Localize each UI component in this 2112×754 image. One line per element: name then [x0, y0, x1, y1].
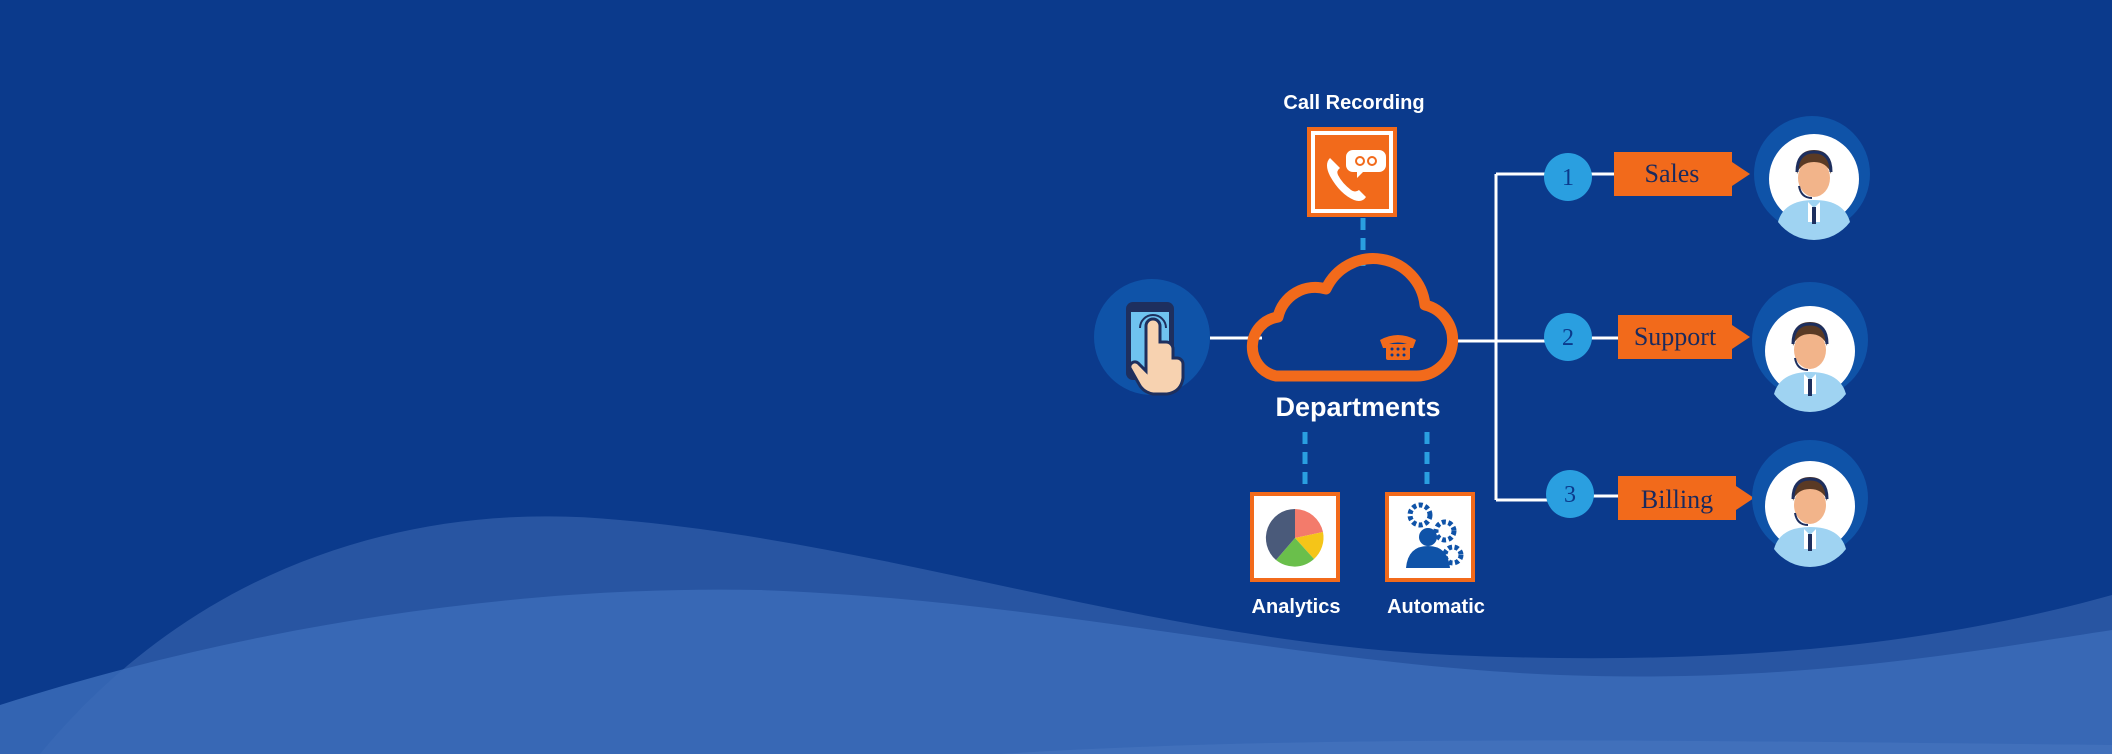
branch-3-number: 3	[1564, 482, 1576, 508]
branch-2-label: Support	[1634, 322, 1717, 351]
phone-recording-icon	[1307, 127, 1397, 217]
branch-3-number-circle	[1546, 470, 1594, 518]
call-center-agent-icon	[1752, 282, 1868, 413]
call-center-agent-icon	[1754, 116, 1870, 240]
branch-3-label: Billing	[1641, 485, 1713, 514]
cloud-telephone-icon	[1246, 253, 1459, 382]
automatic-label: Automatic	[1387, 596, 1485, 618]
pie-chart-icon	[1250, 492, 1340, 582]
branch-2-number: 2	[1562, 325, 1574, 351]
branch-3-tag	[1618, 476, 1754, 520]
departments-label: Departments	[1275, 392, 1440, 422]
branch-1-tag	[1614, 152, 1750, 196]
call-recording-label: Call Recording	[1283, 92, 1424, 114]
branch-1-number: 1	[1562, 165, 1574, 191]
branch-1-number-circle	[1544, 153, 1592, 201]
branch-2-tag	[1618, 315, 1750, 359]
call-center-agent-icon	[1752, 440, 1868, 568]
branch-2-number-circle	[1544, 313, 1592, 361]
user-gears-icon	[1385, 492, 1475, 582]
touch-phone-icon	[1094, 279, 1210, 396]
branch-1-label: Sales	[1645, 159, 1700, 188]
analytics-label: Analytics	[1252, 596, 1341, 618]
